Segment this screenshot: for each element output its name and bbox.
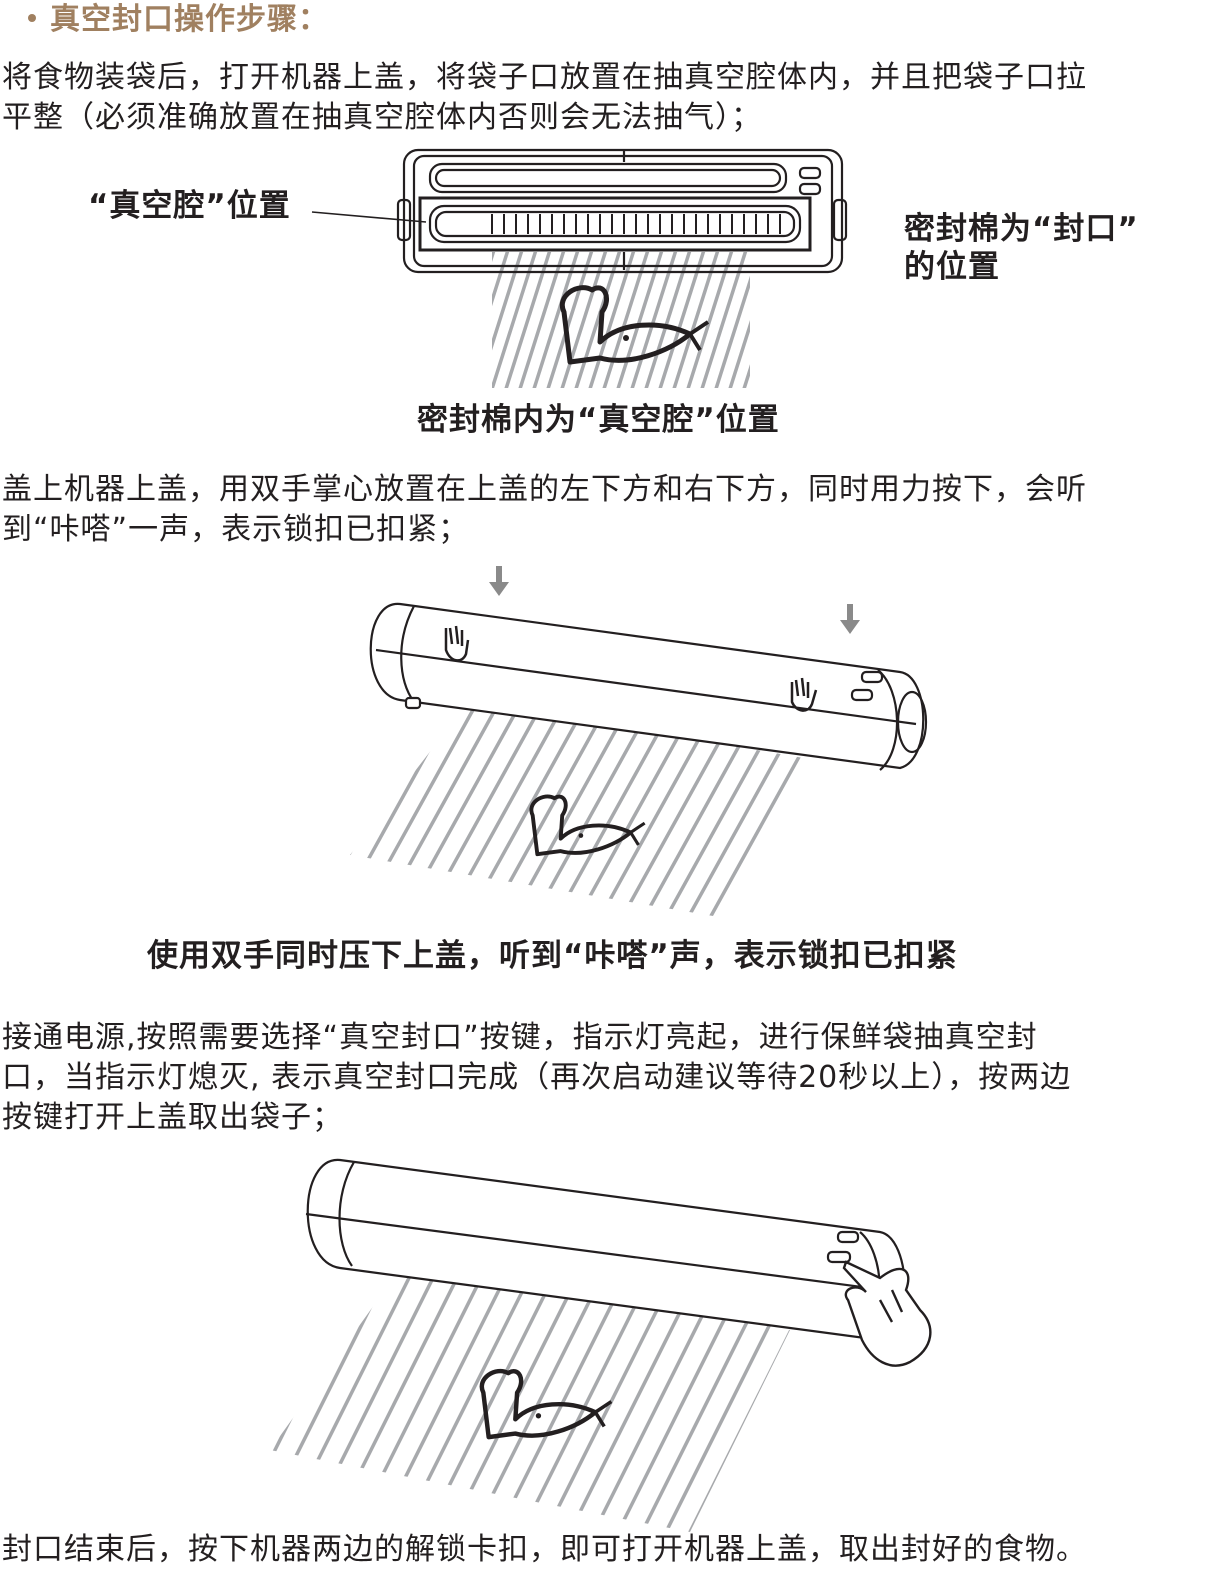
bag-stripe	[350, 700, 354, 918]
machine-button-view	[305, 1158, 906, 1342]
seal-foam-label-line-2: 的位置	[904, 249, 1000, 285]
bag-stripe	[492, 252, 510, 307]
bag-stripe	[771, 250, 816, 392]
bag-stripe	[270, 1255, 358, 1532]
bag-stripe	[110, 1240, 260, 1540]
bag-stripe	[435, 250, 480, 392]
bag-stripe	[504, 252, 552, 388]
bag-stripe	[757, 250, 802, 392]
bag-stripe	[728, 319, 750, 388]
bag-stripe	[636, 1255, 790, 1532]
step-1-line-1: 将食物装袋后，打开机器上盖，将袋子口放置在抽真空腔体内，并且把袋子口拉	[2, 60, 1087, 95]
step-3-line-1: 接通电源,按照需要选择“真空封口”按键，指示灯亮起，进行保鲜袋抽真空封	[2, 1020, 1038, 1055]
bag-stripe	[270, 1255, 334, 1532]
down-arrow-icon	[489, 566, 860, 634]
bag-stripe	[742, 364, 750, 388]
step-1-text: 将食物装袋后，打开机器上盖，将袋子口放置在抽真空腔体内，并且把袋子口拉 平整（必…	[2, 58, 1214, 138]
bag-stripe	[682, 700, 815, 918]
step-4-text: 封口结束后，按下机器两边的解锁卡扣，即可打开机器上盖，取出封好的食物。	[2, 1530, 1214, 1570]
bag-stripe	[350, 700, 420, 918]
bag-stripe	[492, 252, 538, 388]
bag-stripe	[660, 1255, 790, 1532]
bag-stripe	[704, 700, 815, 918]
bag-stripe	[270, 1255, 406, 1532]
figure-1-caption: 密封棉内为“真空腔”位置	[417, 402, 780, 438]
bag-stripe	[270, 1255, 310, 1532]
bullet-dot	[28, 13, 36, 22]
step-2-line-2: 到“咔嗒”一声，表示锁扣已扣紧；	[2, 512, 470, 547]
bag-stripe	[708, 1255, 790, 1532]
bread-fish-icon	[529, 794, 646, 857]
machine-top-view	[311, 148, 848, 274]
step-3-text: 接通电源,按照需要选择“真空封口”按键，指示灯亮起，进行保鲜袋抽真空封 口，当指…	[2, 1018, 1214, 1138]
vacuum-chamber-label: “真空腔”位置	[88, 188, 291, 224]
bag-stripe	[352, 700, 486, 918]
bag-stripe	[374, 700, 508, 918]
seal-foam-label-line-1: 密封棉为“封口”	[904, 211, 1139, 247]
bag-stripe	[350, 700, 464, 918]
section-title-text: 真空封口操作步骤：	[50, 2, 329, 37]
bag-stripe	[200, 690, 330, 925]
bag-stripe	[726, 700, 815, 918]
bag-stripe	[612, 1255, 766, 1532]
palm-press-icon	[444, 625, 818, 712]
bag-stripe	[660, 700, 794, 918]
step-2-line-1: 盖上机器上盖，用双手掌心放置在上盖的左下方和右下方，同时用力按下，会听	[2, 472, 1087, 507]
bread-fish-icon	[479, 1368, 613, 1440]
machine-closed-view	[369, 602, 928, 771]
bag-stripe	[748, 700, 815, 918]
figure-2-caption: 使用双手同时压下上盖，听到“咔嗒”声，表示锁扣已扣紧	[147, 938, 958, 974]
finger-press-icon	[842, 1260, 932, 1367]
bag-stripe	[300, 1255, 454, 1532]
bag-stripe	[684, 1255, 790, 1532]
bag-stripe	[492, 252, 524, 351]
bag-stripe	[492, 252, 496, 263]
seal-foam-label: 密封棉为“封口” 的位置	[904, 210, 1139, 286]
section-title: 真空封口操作步骤：	[28, 0, 329, 40]
step-4-line-1: 封口结束后，按下机器两边的解锁卡扣，即可打开机器上盖，取出封好的食物。	[2, 1532, 1087, 1567]
step-3-line-3: 按键打开上盖取出袋子；	[2, 1100, 343, 1135]
bread-fish-icon	[559, 285, 710, 365]
step-1-line-2: 平整（必须准确放置在抽真空腔体内否则会无法抽气）；	[2, 100, 762, 135]
step-2-text: 盖上机器上盖，用双手掌心放置在上盖的左下方和右下方，同时用力按下，会听 到“咔嗒…	[2, 470, 1214, 550]
step-3-line-2: 口，当指示灯熄灭, 表示真空封口完成（再次启动建议等待20秒以上），按两边	[2, 1060, 1072, 1095]
bag-stripe	[714, 275, 750, 388]
bag-stripe	[350, 700, 442, 918]
bag-stripe	[350, 700, 376, 918]
bag-stripe	[350, 700, 398, 918]
chamber-teeth	[491, 214, 781, 234]
bag-stripe	[270, 1255, 286, 1532]
bag-stripe	[276, 1255, 430, 1532]
bag-stripe	[270, 1255, 382, 1532]
